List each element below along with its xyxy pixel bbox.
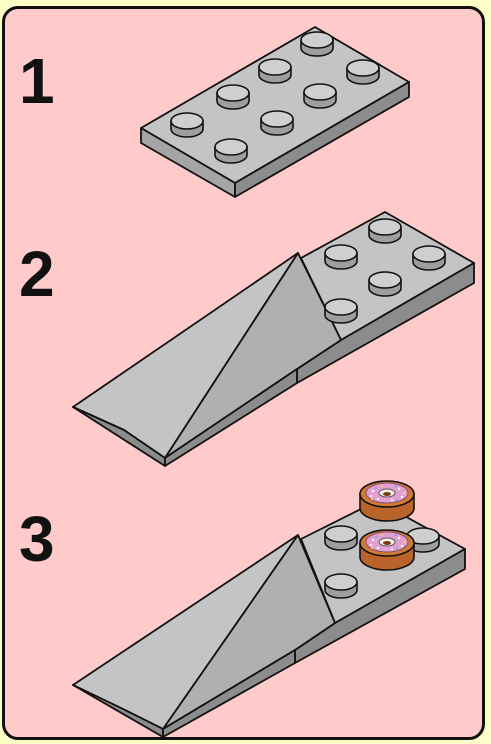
instruction-illustrations [5,9,485,740]
donut-icon [360,481,414,521]
donut-icon [360,530,414,570]
instruction-card: 1 2 3 [2,6,485,740]
